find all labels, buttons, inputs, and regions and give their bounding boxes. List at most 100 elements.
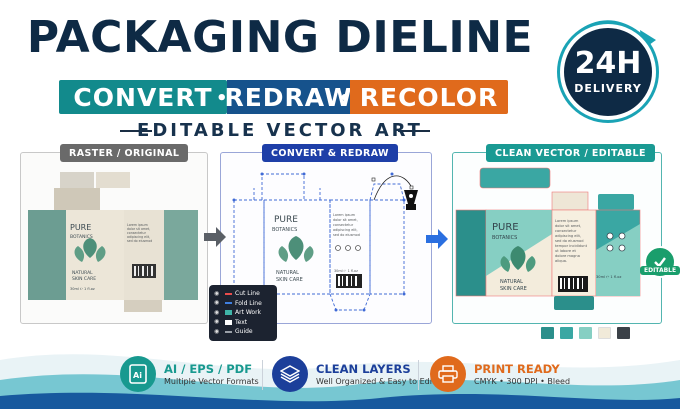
- redraw-volume: 30ml ℮ 1 fl.oz: [334, 269, 358, 273]
- pen-tool-icon: [404, 190, 418, 210]
- layer-label: Guide: [235, 328, 253, 336]
- layer-row-guide[interactable]: ◉ Guide: [214, 327, 272, 337]
- raster-volume: 30ml ℮ 1 fl.oz: [70, 287, 95, 291]
- feature-print: PRINT READY CMYK • 300 DPI • Bleed: [430, 352, 570, 396]
- feature-layers-sub: Well Organized & Easy to Edit: [316, 376, 436, 386]
- vector-body-text: aliqua.: [555, 259, 567, 263]
- raster-product-sub: SKIN CARE: [72, 276, 96, 282]
- subtitle: EDITABLE VECTOR ART: [137, 120, 423, 141]
- vector-panel-tag: CLEAN VECTOR / EDITABLE: [486, 144, 655, 162]
- redraw-body-text: adipiscing elit,: [333, 228, 358, 232]
- redraw-product-sub: SKIN CARE: [276, 277, 303, 283]
- layer-row-cut[interactable]: ◉ Cut Line: [214, 289, 272, 299]
- feature-formats-sub: Multiple Vector Formats: [164, 376, 259, 386]
- eye-icon[interactable]: ◉: [214, 289, 220, 297]
- vector-body-text: tempor incididunt: [555, 244, 588, 248]
- raster-product: NATURAL: [72, 270, 93, 276]
- layer-row-fold[interactable]: ◉ Fold Line: [214, 299, 272, 309]
- raster-panel-tag: RASTER / ORIGINAL: [60, 144, 189, 162]
- redraw-body-text: consectetur: [333, 223, 354, 227]
- palette-swatch: [598, 327, 611, 339]
- vector-body-text: adipiscing elit,: [555, 234, 581, 238]
- raster-body-text: Lorem ipsum: [127, 223, 148, 227]
- raster-body-text: consectetur: [127, 231, 147, 235]
- eye-icon[interactable]: ◉: [214, 318, 220, 326]
- bottom-wave: [0, 354, 680, 409]
- raster-brand: PURE: [70, 223, 91, 232]
- eye-icon[interactable]: ◉: [214, 299, 220, 307]
- feature-print-title: PRINT READY: [474, 361, 560, 376]
- format-eps: EPS: [189, 361, 214, 376]
- layer-swatch: [225, 302, 232, 305]
- layer-label: Fold Line: [235, 299, 262, 307]
- format-separator: /: [181, 361, 186, 376]
- ribbon-convert: CONVERT: [59, 80, 227, 114]
- palette-swatch: [579, 327, 592, 339]
- subtitle-rule-left: [120, 130, 152, 132]
- layer-row-text[interactable]: ◉ Text: [214, 318, 272, 328]
- redraw-body-text: Lorem ipsum: [333, 213, 356, 217]
- redraw-brand-sub: BOTANICS: [272, 227, 297, 233]
- redraw-product: NATURAL: [276, 270, 299, 276]
- redraw-dieline: PURE BOTANICS NATURAL SKIN CARE Lorem ip…: [232, 172, 414, 312]
- feature-divider: [418, 360, 419, 390]
- layers-panel: ◉ Cut Line ◉ Fold Line ◉ Art Work ◉ Text ◉ Gu…: [209, 285, 277, 341]
- raster-brand-sub: BOTANICS: [70, 234, 93, 240]
- vector-body-text: ut labore et: [555, 249, 576, 253]
- color-palette: [541, 327, 630, 339]
- layer-label: Art Work: [235, 309, 262, 317]
- feature-formats: Ai AI / EPS / PDF Multiple Vector Format…: [120, 352, 259, 396]
- vector-body-text: consectetur: [555, 229, 577, 233]
- layer-label: Text: [235, 318, 248, 326]
- ribbon-recolor: RECOLOR: [350, 80, 508, 114]
- delivery-badge: 24H DELIVERY: [560, 24, 656, 120]
- feature-divider: [262, 360, 263, 390]
- palette-swatch: [617, 327, 630, 339]
- vector-product-sub: SKIN CARE: [500, 286, 527, 292]
- palette-swatch: [541, 327, 554, 339]
- vector-body-text: sed do eiusmod: [555, 239, 583, 243]
- vector-brand-sub: BOTANICS: [492, 235, 517, 241]
- format-ai: AI: [164, 361, 178, 376]
- redraw-body-text: dolor sit amet,: [333, 218, 358, 222]
- layer-swatch: [225, 330, 232, 333]
- file-ai-icon: Ai: [120, 356, 156, 392]
- raster-body-text: dolor sit amet,: [127, 227, 150, 231]
- vector-product: NATURAL: [500, 279, 523, 285]
- feature-layers-title: CLEAN LAYERS: [316, 361, 411, 376]
- vector-dieline: PURE BOTANICS NATURAL SKIN CARE Lorem ip…: [455, 167, 641, 310]
- delivery-badge-label: DELIVERY: [574, 82, 642, 95]
- subtitle-rule-right: [398, 130, 430, 132]
- vector-brand: PURE: [492, 222, 519, 233]
- editable-tag: EDITABLE: [640, 266, 680, 275]
- vector-body-text: Lorem ipsum: [555, 219, 579, 223]
- ribbon-separator: •: [216, 88, 228, 109]
- printer-icon: [430, 356, 466, 392]
- ribbon-redraw: REDRAW: [224, 80, 352, 114]
- redraw-body-text: sed do eiusmod: [333, 233, 360, 237]
- raster-body-text: sed do eiusmod: [127, 239, 152, 243]
- main-title: PACKAGING DIELINE: [26, 12, 534, 63]
- layers-icon: [272, 356, 308, 392]
- vector-body-text: dolor sit amet,: [555, 224, 581, 228]
- arrow-right-icon: [204, 227, 226, 247]
- raster-body-text: adipiscing elit,: [127, 235, 150, 239]
- redraw-brand: PURE: [274, 215, 298, 225]
- layer-swatch: [225, 319, 232, 325]
- eye-icon[interactable]: ◉: [214, 327, 220, 335]
- eye-icon[interactable]: ◉: [214, 308, 220, 316]
- svg-text:Ai: Ai: [133, 371, 142, 380]
- feature-print-sub: CMYK • 300 DPI • Bleed: [474, 376, 571, 386]
- layer-swatch: [225, 292, 232, 295]
- ribbon-separator: •: [339, 88, 351, 109]
- arrow-right-icon: [426, 229, 448, 249]
- redraw-panel-tag: CONVERT & REDRAW: [262, 144, 398, 162]
- format-pdf: PDF: [226, 361, 253, 376]
- layer-swatch: [225, 310, 232, 316]
- feature-layers: CLEAN LAYERS Well Organized & Easy to Ed…: [272, 352, 435, 396]
- raster-dieline: PURE BOTANICS NATURAL SKIN CARE 30ml ℮ 1…: [28, 172, 198, 312]
- layer-label: Cut Line: [235, 290, 260, 298]
- vector-body-text: dolore magna: [555, 254, 580, 258]
- format-separator: /: [218, 361, 223, 376]
- layer-row-artwork[interactable]: ◉ Art Work: [214, 308, 272, 318]
